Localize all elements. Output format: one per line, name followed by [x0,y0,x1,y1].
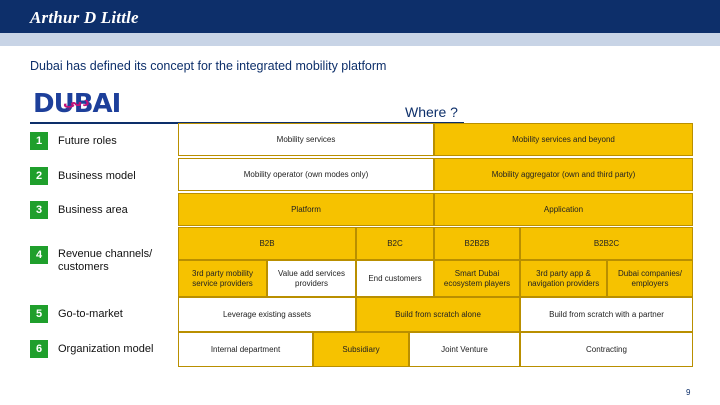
cell-mobility-services-and-beyond: Mobility services and beyond [434,123,693,156]
cell-subsidiary: Subsidiary [313,332,409,367]
row-number-badge: 5 [30,305,48,323]
cell-internal-department: Internal department [178,332,313,367]
cell-mobility-services: Mobility services [178,123,434,156]
cell-mobility-operator: Mobility operator (own modes only) [178,158,434,191]
where-label: Where ? [405,104,458,120]
cell-end-customers: End customers [356,260,434,297]
cell-contracting: Contracting [520,332,693,367]
cell-build-from-scratch-alone: Build from scratch alone [356,297,520,332]
row-label: Business area [58,204,128,216]
dubai-logo: DUBAI دبي [33,89,121,114]
cell-mobility-aggregator: Mobility aggregator (own and third party… [434,158,693,191]
page-title: Dubai has defined its concept for the in… [30,59,387,73]
row-label: Future roles [58,135,117,147]
svg-text:DUBAI: DUBAI [33,89,120,114]
row-number-badge: 3 [30,201,48,219]
row-label: Revenue channels/ customers [58,248,153,273]
row-number-badge: 4 [30,246,48,264]
row-business-model: 2 Business model [30,166,136,186]
row-label: Business model [58,170,136,182]
cell-b2b-header: B2B [178,227,356,260]
row-label: Go-to-market [58,308,123,320]
cell-build-with-partner: Build from scratch with a partner [520,297,693,332]
row-business-area: 3 Business area [30,200,128,220]
page-number: 9 [686,388,691,397]
cell-dubai-companies: Dubai companies/ employers [607,260,693,297]
header-bar: Arthur D Little [0,0,720,33]
cell-application: Application [434,193,693,226]
cell-b2c-header: B2C [356,227,434,260]
row-organization-model: 6 Organization model [30,339,153,359]
row-number-badge: 6 [30,340,48,358]
cell-b2b2b-header: B2B2B [434,227,520,260]
row-future-roles: 1 Future roles [30,131,117,151]
cell-b2b2c-header: B2B2C [520,227,693,260]
row-go-to-market: 5 Go-to-market [30,304,123,324]
cell-third-party-app: 3rd party app & navigation providers [520,260,607,297]
cell-joint-venture: Joint Venture [409,332,520,367]
row-number-badge: 1 [30,132,48,150]
arthur-d-little-logo: Arthur D Little [30,8,139,27]
header-subbar [0,33,720,46]
cell-platform: Platform [178,193,434,226]
svg-text:دبي: دبي [63,94,90,110]
cell-smart-dubai-ecosystem: Smart Dubai ecosystem players [434,260,520,297]
row-label: Organization model [58,343,154,355]
cell-value-add-services: Value add services providers [267,260,356,297]
row-number-badge: 2 [30,167,48,185]
row-revenue-channels: 4 Revenue channels/ customers [30,246,165,274]
cell-third-party-mobility: 3rd party mobility service providers [178,260,267,297]
cell-leverage-existing-assets: Leverage existing assets [178,297,356,332]
